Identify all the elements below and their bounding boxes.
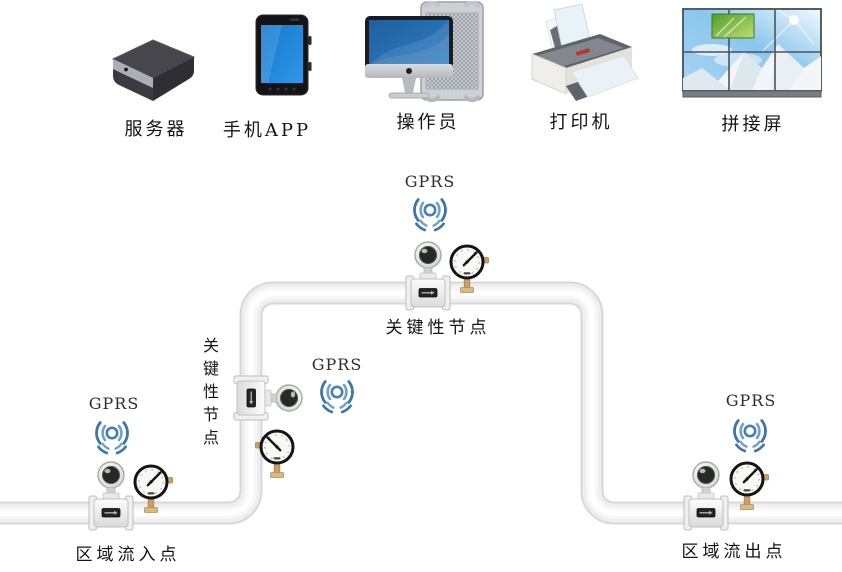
wireless-signal-icon-top [413,198,447,232]
flow-meter-icon-outflow [683,461,729,531]
outflow-point-label: 区域流出点 [681,542,787,562]
flow-meter-icon-inflow [88,461,134,531]
video-wall-icon [682,8,822,98]
printer-icon [520,2,644,104]
gprs-label-top: GPRS [404,172,456,191]
server-label: 服务器 [124,119,188,140]
operator-label: 操作员 [396,112,460,133]
inflow-point-label: 区域流入点 [75,545,181,565]
mobile-app-label: 手机APP [222,120,312,141]
printer-label: 打印机 [549,112,613,133]
server-icon [103,26,203,104]
desktop-computer-icon [363,0,491,104]
flow-meter-icon-mid [233,375,303,421]
gprs-label-mid: GPRS [311,355,363,374]
smartphone-icon [252,14,312,98]
video-wall-label: 拼接屏 [721,114,785,135]
critical-node-label-mid: 关键性节点 [200,337,219,452]
wireless-signal-icon-outflow [733,419,767,453]
critical-node-label-top: 关键性节点 [385,318,491,338]
gprs-label-inflow: GPRS [88,394,140,413]
gprs-label-outflow: GPRS [725,391,777,410]
wireless-signal-icon-mid [320,380,354,414]
flow-meter-icon-top [405,241,451,311]
wireless-signal-icon-inflow [95,421,129,455]
